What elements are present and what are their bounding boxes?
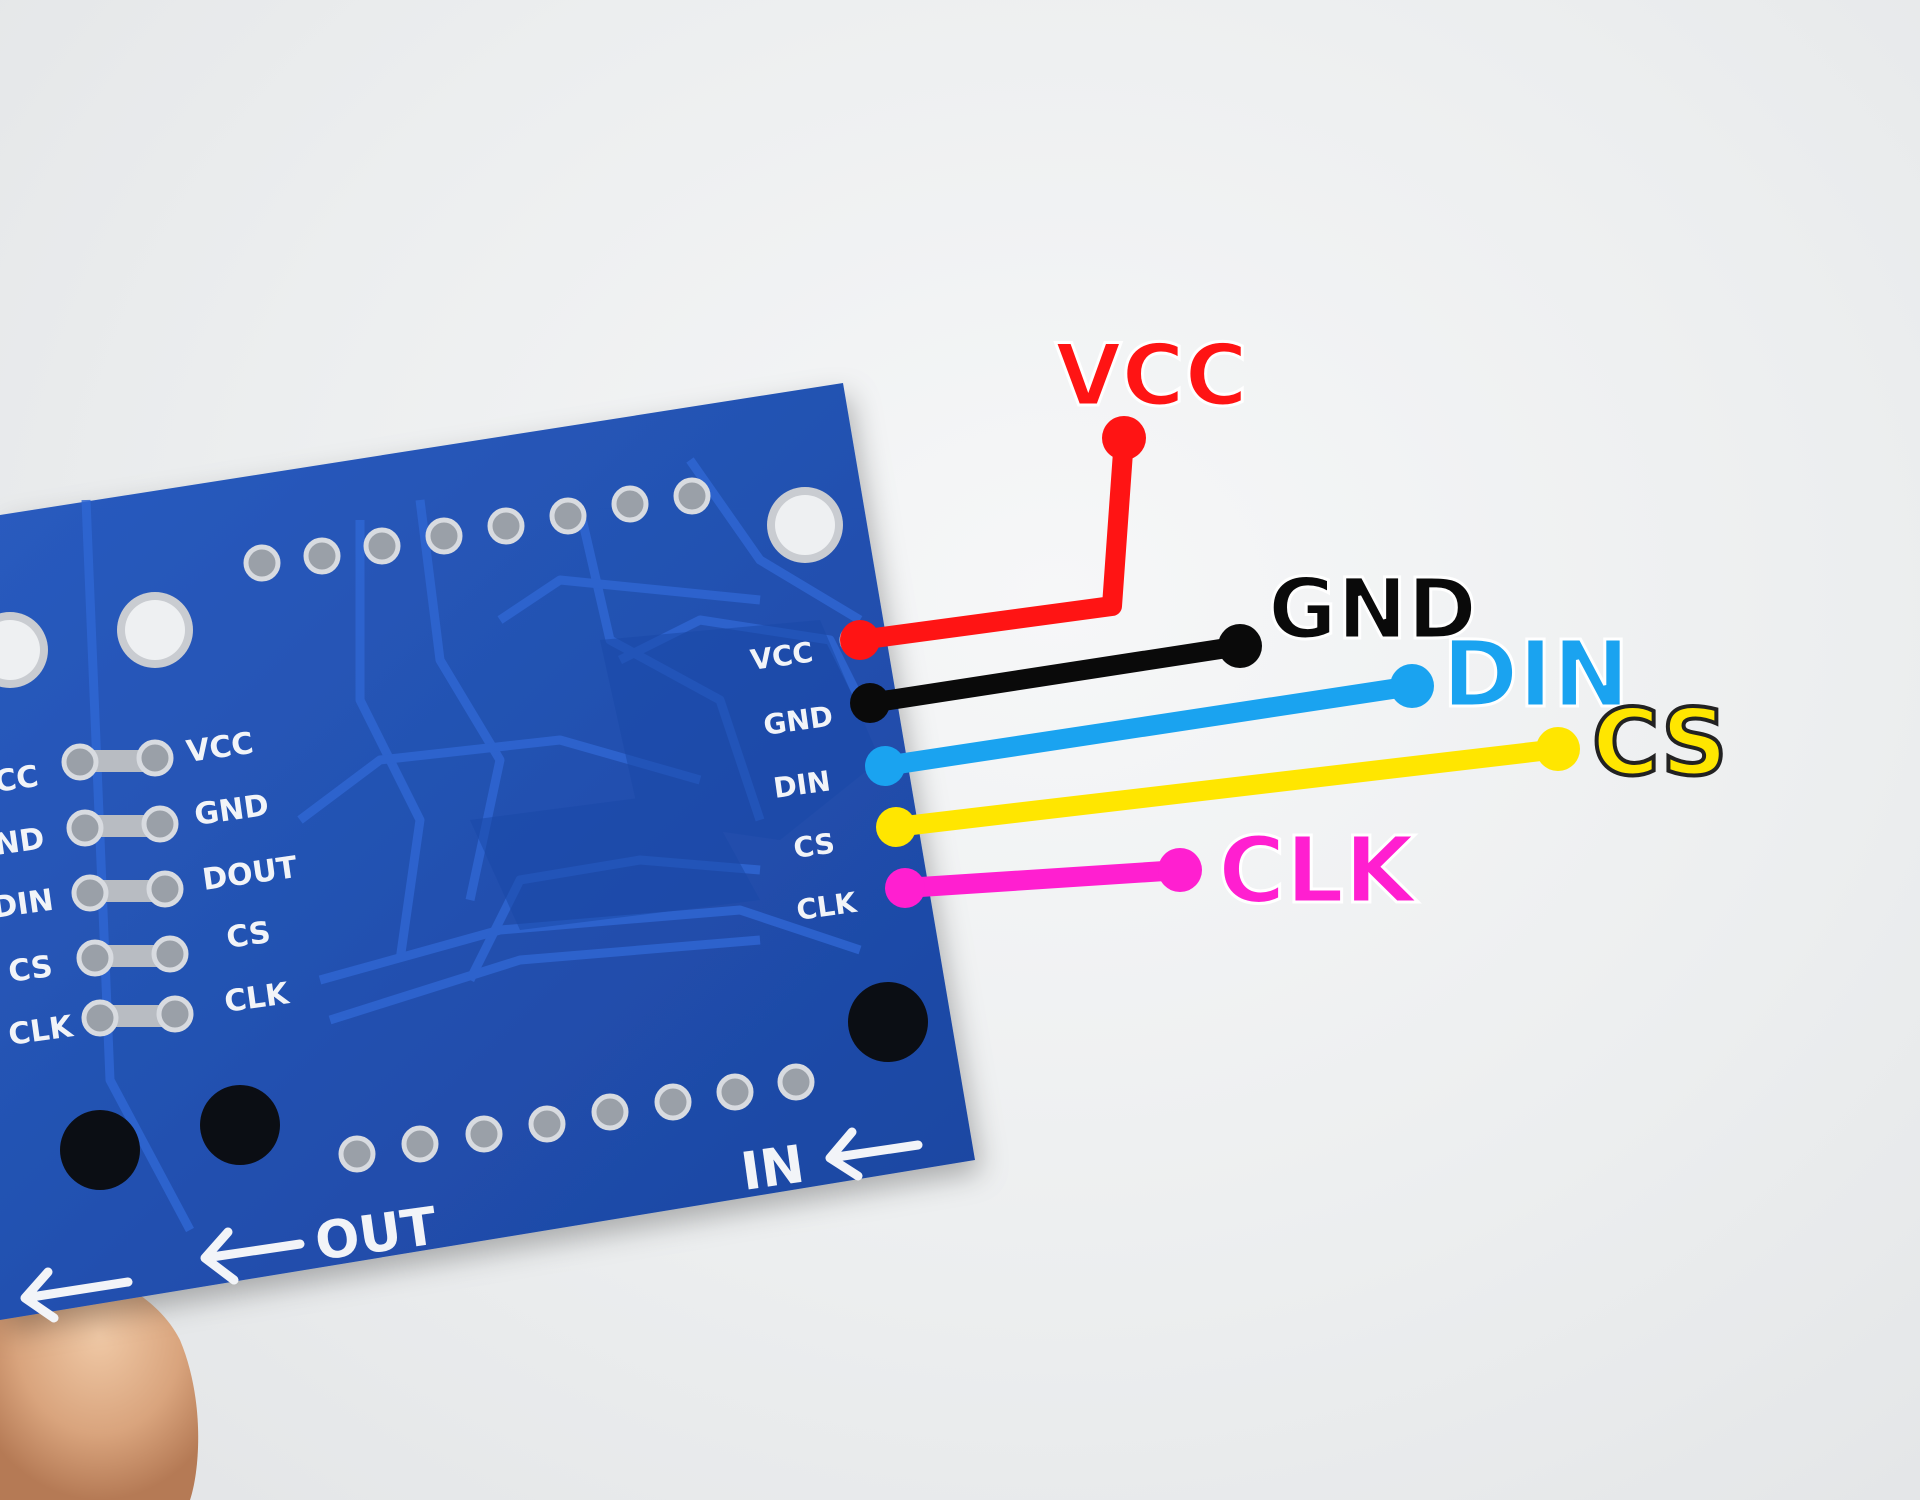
callout-din: DIN <box>1442 621 1630 728</box>
left-edge-labels: CC ND DIN CS CLK <box>0 759 77 1053</box>
silk-chain-cs: CS <box>224 915 273 956</box>
silk-left-cs: CS <box>6 949 55 990</box>
wire-endpoints <box>840 416 1580 908</box>
in-marking: IN <box>737 1127 923 1203</box>
chain-header-pads <box>61 739 194 1037</box>
wire-gnd <box>860 636 1250 713</box>
wire-vcc <box>850 428 1134 650</box>
bottom-pin-row <box>338 1063 815 1173</box>
callout-gnd: GND <box>1268 560 1477 658</box>
callout-cs: CS <box>1592 689 1727 796</box>
wire-cs <box>886 739 1568 837</box>
input-header-labels: VCC GND DIN CS CLK <box>748 636 859 927</box>
chain-header-labels: VCC GND DOUT CS CLK <box>184 726 300 1020</box>
mounting-holes <box>0 487 928 1190</box>
callout-clk: CLK <box>1218 817 1419 924</box>
wiring-labels: VCC GND DIN CS CLK <box>1054 325 1730 926</box>
finger <box>0 1263 199 1500</box>
wiring-overlay <box>850 428 1568 898</box>
silk-input-cs: CS <box>791 827 836 865</box>
silk-left-cc: CC <box>0 759 41 800</box>
pcb-pour <box>470 620 880 930</box>
silk-left-nd: ND <box>0 821 47 863</box>
top-pin-row <box>243 477 711 582</box>
wire-din <box>875 676 1422 776</box>
in-label: IN <box>737 1135 808 1203</box>
in-arrow-icon <box>825 1127 923 1181</box>
left-arrow-icon <box>20 1267 133 1323</box>
callout-vcc: VCC <box>1055 326 1248 426</box>
silk-input-din: DIN <box>771 764 832 805</box>
left-in-arrow <box>20 1267 133 1323</box>
wire-clk <box>895 860 1190 898</box>
out-arrow-icon <box>200 1227 305 1285</box>
